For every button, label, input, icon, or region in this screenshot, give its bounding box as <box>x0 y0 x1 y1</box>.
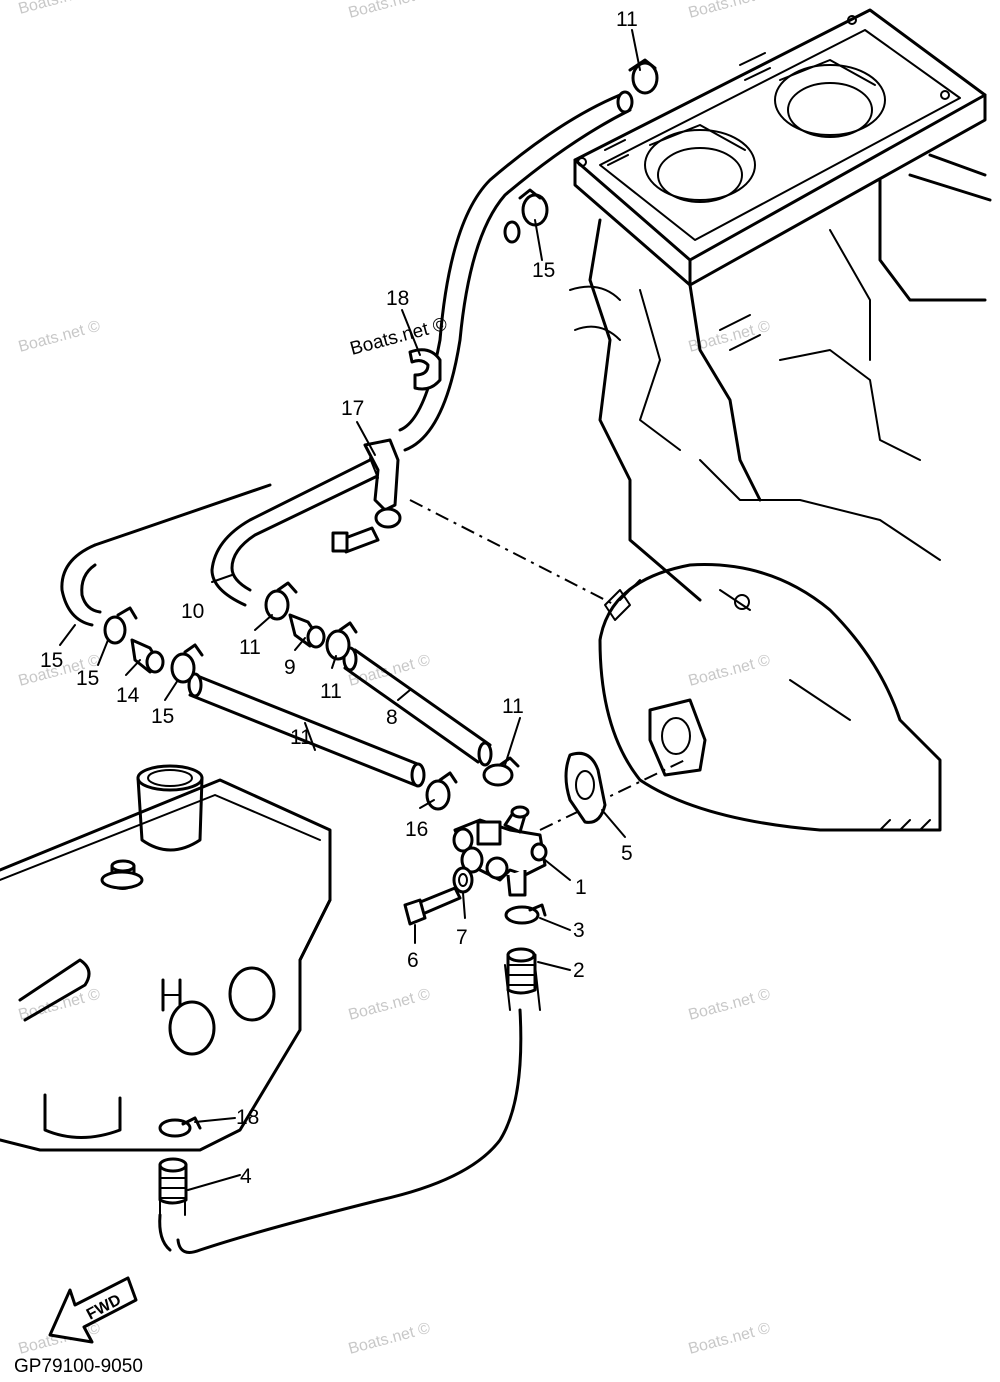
callout-16: 17 <box>341 397 364 420</box>
hose-clamp <box>264 581 298 621</box>
hose-clamp <box>482 756 520 787</box>
fitting-parts <box>103 58 659 1205</box>
watermark: Boats.net © <box>347 0 433 22</box>
hose-joint <box>130 638 165 674</box>
washer <box>452 866 474 894</box>
hose-clamp <box>504 903 547 925</box>
callout-17: 18 <box>386 287 409 310</box>
fuel-tank <box>0 764 332 1152</box>
hose-holder <box>408 348 442 391</box>
hose-clamp <box>170 643 204 684</box>
callout-labels: 11 15 18 17 10 15 15 14 15 11 9 11 8 11 … <box>40 8 638 1188</box>
fuel-cock <box>452 805 548 897</box>
hose-clamp <box>628 58 659 95</box>
watermark: Boats.net © <box>687 986 773 1024</box>
watermark: Boats.net © <box>17 318 103 356</box>
callout-7: 7 <box>456 926 468 949</box>
callout-15: 15 <box>76 667 99 690</box>
callout-9: 9 <box>284 656 296 679</box>
watermark: Boats.net © <box>687 0 773 22</box>
callout-2: 2 <box>573 959 585 982</box>
hose-clamp <box>158 1116 202 1138</box>
callout-13: 14 <box>116 684 140 707</box>
hose-joint <box>158 1157 188 1205</box>
callout-15: 15 <box>151 705 174 728</box>
watermark: Boats.net © <box>687 1320 773 1358</box>
callout-3: 3 <box>573 919 585 942</box>
hose-clamp <box>103 606 138 645</box>
watermark: Boats.net © <box>687 652 773 690</box>
callout-15: 15 <box>532 259 555 282</box>
callout-18: 18 <box>236 1106 259 1129</box>
callout-10: 10 <box>181 600 204 623</box>
hose-clamp <box>518 188 549 227</box>
callout-8: 8 <box>386 706 398 729</box>
forward-direction-arrow: FWD <box>48 1276 138 1344</box>
engine-block <box>569 8 992 832</box>
hose-bracket <box>331 438 402 554</box>
callout-11: 11 <box>502 695 524 718</box>
gasket <box>564 751 607 824</box>
watermark: Boats.net © <box>347 986 433 1024</box>
hose-joint <box>288 613 326 649</box>
callout-11: 11 <box>616 8 638 31</box>
callout-14: 15 <box>40 649 63 672</box>
callout-15: 16 <box>405 818 428 841</box>
diagram-code: GP79100-9050 <box>14 1356 143 1377</box>
watermark: Boats.net © <box>347 652 433 690</box>
hose-clamp <box>425 771 458 811</box>
bolt <box>403 886 462 926</box>
hose-joint <box>506 947 537 995</box>
hose-network <box>60 90 686 1254</box>
callout-11: 11 <box>239 636 261 659</box>
leader-lines <box>59 29 641 1191</box>
callout-5: 5 <box>621 842 633 865</box>
callout-11: 11 <box>320 680 342 703</box>
callout-4: 4 <box>240 1165 252 1188</box>
watermark: Boats.net © <box>347 1320 433 1358</box>
hose-clamp <box>325 621 358 661</box>
callout-12: 11 <box>290 726 312 749</box>
callout-1: 1 <box>575 876 587 899</box>
callout-6: 6 <box>407 949 419 972</box>
watermark: Boats.net © <box>17 0 103 18</box>
